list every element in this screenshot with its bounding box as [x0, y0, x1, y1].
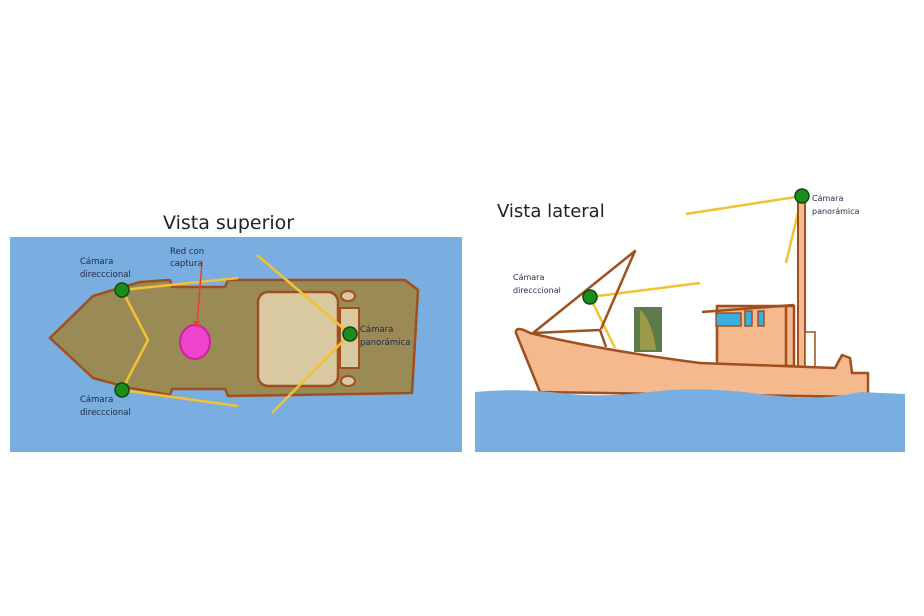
label: panorámica [812, 207, 860, 216]
label: direcccional [80, 408, 131, 418]
mast-block [804, 331, 816, 368]
mast [797, 195, 806, 368]
sea-side [475, 389, 905, 452]
window [757, 310, 765, 327]
label: captura [170, 259, 203, 269]
top-view-title: Vista superior [163, 212, 294, 234]
label: panorámica [360, 338, 410, 348]
vent [340, 290, 356, 302]
side-view-title: Vista lateral [497, 201, 605, 222]
side-view: Vista lateral Cámara direcccional Cámara… [475, 188, 905, 452]
top-view: Vista superior Cámara direcccional Cámar… [10, 212, 462, 452]
net-with-catch [179, 324, 211, 360]
camera-directional-icon [114, 382, 130, 398]
label: Cámara [80, 257, 113, 267]
label: Cámara [80, 395, 113, 405]
net-arrow [196, 261, 203, 325]
label: Cámara [360, 325, 393, 335]
catch-photo-detail [640, 310, 656, 350]
label: direcccional [513, 286, 561, 295]
window [744, 310, 753, 327]
label: Cámara [513, 273, 544, 282]
camera-panoramic-icon [342, 326, 358, 342]
vent [340, 375, 356, 387]
camera-directional-icon [582, 289, 598, 305]
wheelhouse-roof [256, 290, 340, 388]
label: Cámara [812, 194, 843, 203]
window [715, 312, 742, 327]
fov-lines [120, 254, 351, 414]
label: Red con [170, 247, 204, 257]
camera-panoramic-icon [794, 188, 810, 204]
camera-directional-icon [114, 282, 130, 298]
label: direcccional [80, 270, 131, 280]
hull-side [514, 327, 870, 399]
arrow-head-icon [193, 321, 200, 328]
